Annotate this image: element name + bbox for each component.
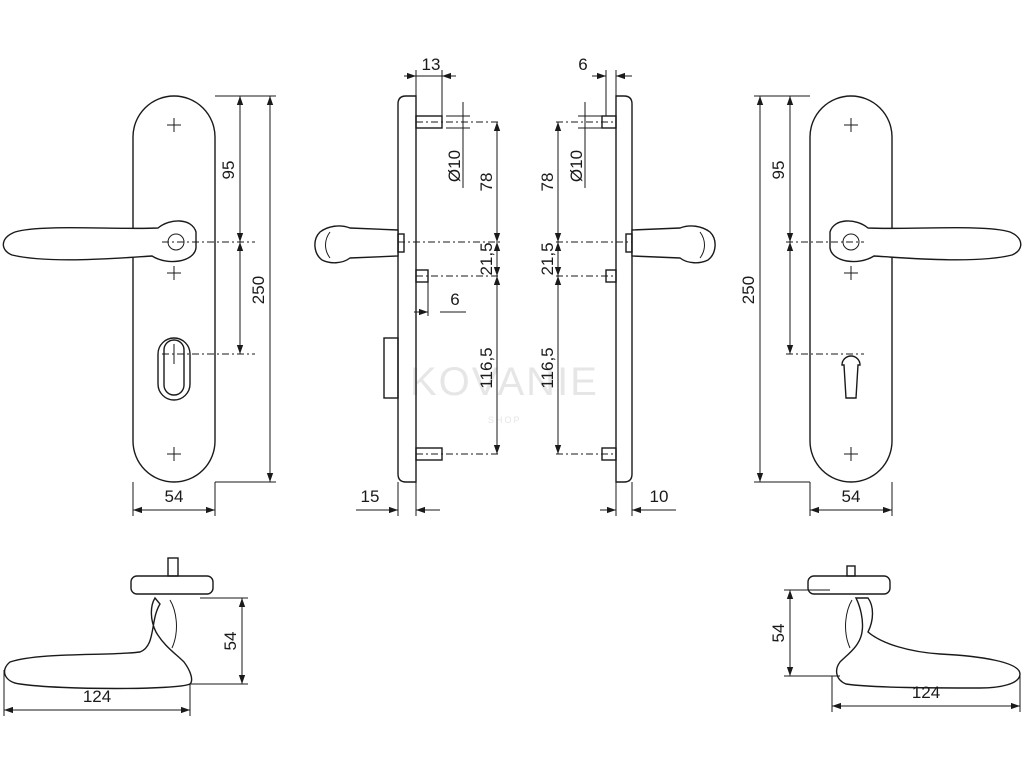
side-view-right: 6 Ø10 78 21,5 116,5 10 [538,55,716,516]
screw-mark-top-left [167,118,181,132]
dim-116-5-left: 116,5 [477,347,496,388]
front-view-right: 95 250 54 [739,95,1022,516]
dim-21-5-left: 21,5 [477,242,496,275]
dim-54-front-left: 54 [165,487,184,506]
dim-21-5-right: 21,5 [538,242,557,275]
dim-13: 13 [422,55,441,74]
screw-mark-bottom-left [167,447,181,461]
lever-top-left [3,596,193,690]
spindle-top-left [167,557,179,577]
front-view-left: 95 250 54 [2,95,276,516]
dim-dia10-left: Ø10 [445,150,464,182]
watermark-text: KOVANIE [410,360,599,404]
dim-95-right: 95 [769,161,788,180]
dim-6-right: 6 [578,55,587,74]
dim-54-front-right: 54 [842,487,861,506]
dim-dia10-right: Ø10 [567,150,586,182]
lever-side-left [314,225,399,264]
spindle-top-right [846,565,856,577]
dim-250-left: 250 [249,276,268,304]
dim-54-top-right: 54 [769,624,788,643]
dim-54-top-left: 54 [221,632,240,651]
side-plate-left [397,95,417,483]
keyhole-right [786,353,864,399]
lever-side-right [631,225,716,264]
dim-124-left: 124 [83,687,111,706]
dim-124-right: 124 [912,683,940,702]
cylinder-profile-left [383,337,399,399]
screw-mark-mid-left [167,266,181,280]
screw-mark-mid-right [844,266,858,280]
dim-15: 15 [361,487,380,506]
dim-95-left: 95 [219,161,238,180]
dim-116-5-right: 116,5 [538,347,557,388]
top-view-left: 54 124 [3,557,248,716]
dim-10: 10 [650,487,669,506]
side-view-left: 13 Ø10 78 21,5 116,5 6 15 [314,55,501,516]
rosette-top-left [130,575,214,595]
watermark: KOVANIE SHOP [410,360,599,425]
screw-mark-bottom-right [844,447,858,461]
rosette-top-right [807,575,891,595]
watermark-subtext: SHOP [488,415,522,425]
backplate-left [132,95,216,483]
side-plate-right [615,95,633,483]
dim-250-right: 250 [739,276,758,304]
lever-handle-right [829,220,1022,263]
dim-6-pin-left: 6 [450,290,459,309]
lever-handle-left [2,220,197,263]
backplate-right [809,95,893,483]
screw-mark-top-right [844,118,858,132]
top-view-right: 54 124 [769,565,1021,712]
dim-78-left: 78 [477,173,496,192]
dim-78-right: 78 [538,173,557,192]
lever-top-right [835,597,1021,689]
